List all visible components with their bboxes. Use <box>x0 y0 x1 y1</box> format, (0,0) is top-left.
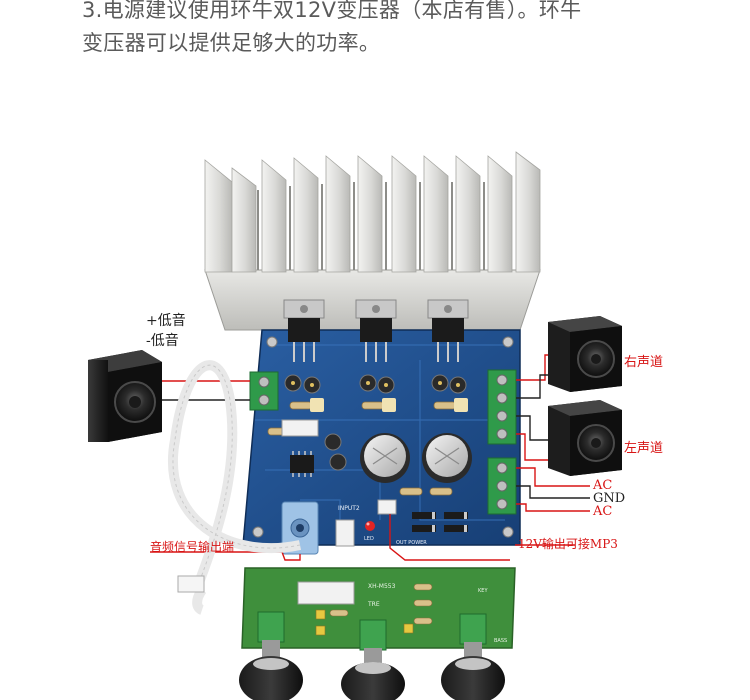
tone-board-model: XH-M553 <box>368 583 396 590</box>
description-line-2: 变压器可以提供足够大的功率。 <box>82 31 381 55</box>
input-silk-label: INPUT2 <box>338 505 360 512</box>
out-power-silk-label: OUT POWER <box>396 540 427 546</box>
speaker-terminals <box>487 369 517 445</box>
bass-speaker <box>88 350 162 442</box>
input-connector <box>335 519 355 547</box>
led-silk-label: LED <box>364 536 374 542</box>
bass-silk-label: BASS <box>494 638 507 644</box>
small-capacitors <box>284 374 467 471</box>
treble-silk-label: TRE <box>367 601 380 608</box>
op-amp-chip <box>290 451 314 477</box>
ac-bottom-label: AC <box>593 504 613 519</box>
annotation-lines <box>150 354 590 561</box>
left-channel-label: 左声道 <box>624 441 664 456</box>
power-terminal <box>487 457 517 515</box>
power-led <box>365 521 375 531</box>
audio-input-jack <box>281 501 319 555</box>
audio-output-label: 音频信号输出端 <box>150 540 235 554</box>
key-silk-label: KEY <box>478 588 488 594</box>
tone-control-board <box>241 567 516 651</box>
filter-capacitors <box>360 433 472 483</box>
amplifier-chips <box>283 299 469 362</box>
bass-plus-label: +低音 <box>146 313 186 329</box>
description-line-1: 3.电源建议使用环牛双12V变压器（本店有售）。环牛 <box>82 0 582 22</box>
mp3-output-label: 12V输出可接MP3 <box>518 537 618 551</box>
description-text: 3.电源建议使用环牛双12V变压器（本店有售）。环牛 变压器可以提供足够大的功率… <box>82 0 682 60</box>
left-speaker <box>548 400 622 476</box>
gnd-label: GND <box>593 491 626 506</box>
ribbon-plug <box>177 575 205 593</box>
bass-minus-label: -低音 <box>146 333 179 349</box>
right-speaker <box>548 316 622 392</box>
board-connector <box>281 419 319 437</box>
right-channel-label: 右声道 <box>624 355 664 370</box>
diodes <box>412 512 468 532</box>
bass-terminal <box>249 371 279 411</box>
tone-knobs <box>239 640 505 700</box>
ac-top-label: AC <box>593 478 613 493</box>
power-out-connector <box>377 499 397 515</box>
